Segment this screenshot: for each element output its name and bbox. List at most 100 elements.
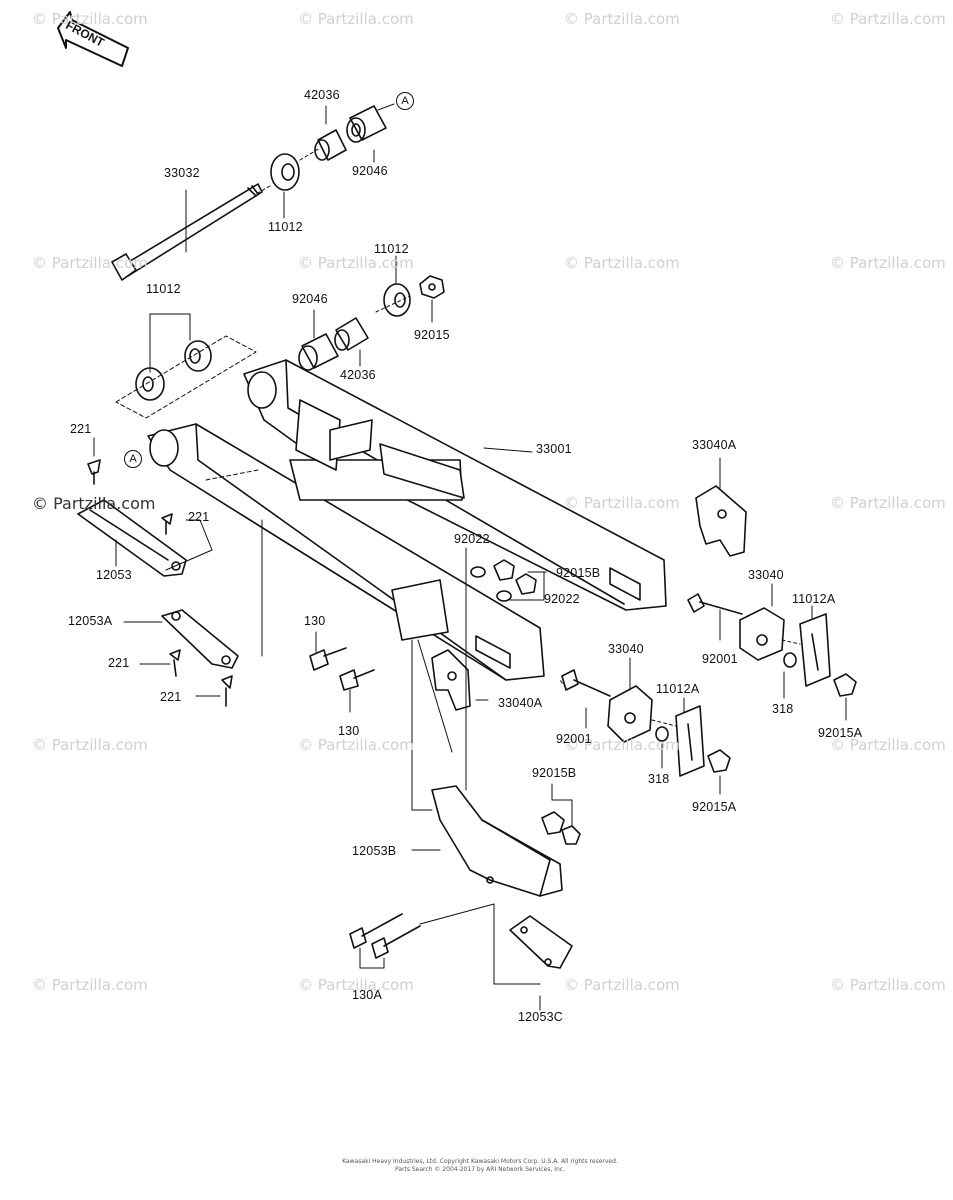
part-label-130A[interactable]: 130A	[352, 988, 382, 1002]
adjuster-block-33040	[607, 685, 653, 743]
washer-92022-b	[496, 590, 512, 602]
swingarm-body	[147, 359, 667, 681]
watermark: © Partzilla.com	[830, 976, 946, 994]
watermark: © Partzilla.com	[830, 736, 946, 754]
pivot-shaft-part	[111, 183, 263, 281]
chain-slider-12053C	[509, 915, 573, 969]
part-label-92015B-b[interactable]: 92015B	[532, 766, 577, 780]
part-label-42036-top[interactable]: 42036	[304, 88, 340, 102]
plate-11012A	[675, 705, 705, 777]
part-label-11012A[interactable]: 11012A	[656, 682, 700, 696]
part-label-92015B-a[interactable]: 92015B	[556, 566, 601, 580]
part-label-92001[interactable]: 92001	[556, 732, 592, 746]
part-label-11012-mid[interactable]: 11012	[374, 242, 409, 256]
bolt-92001-right	[687, 593, 743, 615]
washer-318	[655, 726, 669, 742]
copyright-footer-line2: Parts Search © 2004-2017 by ARI Network …	[395, 1166, 565, 1173]
bolt-130A	[349, 913, 421, 959]
bolt-130-b	[339, 669, 375, 691]
part-label-92015A-right[interactable]: 92015A	[818, 726, 863, 740]
washer-318-right	[783, 652, 797, 668]
part-label-92022-a[interactable]: 92022	[454, 532, 490, 546]
watermark: © Partzilla.com	[564, 976, 680, 994]
adjuster-bracket-33040A-top	[695, 485, 747, 557]
ref-marker-a-top: A	[396, 92, 414, 110]
watermark: © Partzilla.com	[298, 736, 414, 754]
part-label-33040A-top[interactable]: 33040A	[692, 438, 737, 452]
chain-guide-12053	[77, 499, 187, 577]
part-label-33001[interactable]: 33001	[536, 442, 572, 456]
part-label-221-d[interactable]: 221	[160, 690, 182, 704]
sleeve-part-mid	[334, 317, 369, 351]
part-label-92046-top[interactable]: 92046	[352, 164, 388, 178]
leader-lines	[93, 103, 847, 1011]
watermark: © Partzilla.com	[32, 10, 148, 28]
part-label-92046-mid[interactable]: 92046	[292, 292, 328, 306]
watermark: © Partzilla.com	[32, 976, 148, 994]
collar-part-left	[115, 335, 257, 419]
bolt-221-d	[221, 675, 233, 707]
part-label-33040-right[interactable]: 33040	[748, 568, 784, 582]
bearing-part-mid	[298, 333, 339, 371]
part-label-92015A[interactable]: 92015A	[692, 800, 737, 814]
part-label-130-b[interactable]: 130	[338, 724, 360, 738]
bearing-part-top	[346, 105, 387, 143]
watermark: © Partzilla.com	[830, 10, 946, 28]
part-label-33040[interactable]: 33040	[608, 642, 644, 656]
nut-92015B-b	[541, 811, 581, 845]
bolt-221-c	[169, 649, 181, 677]
part-label-221-b[interactable]: 221	[188, 510, 210, 524]
nut-92015A-right	[833, 673, 857, 697]
washer-92022-a	[470, 566, 486, 578]
part-label-221-c[interactable]: 221	[108, 656, 130, 670]
part-label-42036-mid[interactable]: 42036	[340, 368, 376, 382]
sleeve-part-top	[314, 129, 347, 161]
nut-92015B-a	[493, 559, 537, 595]
part-label-92001-right[interactable]: 92001	[702, 652, 738, 666]
watermark: © Partzilla.com	[830, 254, 946, 272]
nut-92015A	[707, 749, 731, 773]
collar-part-top	[270, 153, 300, 191]
watermark: © Partzilla.com	[32, 736, 148, 754]
watermark: © Partzilla.com	[298, 254, 414, 272]
part-label-12053B[interactable]: 12053B	[352, 844, 397, 858]
part-label-33032[interactable]: 33032	[164, 166, 200, 180]
adjuster-block-33040-right	[739, 607, 785, 661]
nut-part-92015	[419, 275, 445, 299]
bolt-130-a	[309, 647, 347, 671]
watermark: © Partzilla.com	[32, 494, 156, 513]
copyright-footer-line1: Kawasaki Heavy Industries, Ltd. Copyrigh…	[342, 1158, 618, 1165]
watermark: © Partzilla.com	[32, 254, 148, 272]
part-label-318[interactable]: 318	[648, 772, 670, 786]
part-label-130-a[interactable]: 130	[304, 614, 326, 628]
watermark: © Partzilla.com	[564, 10, 680, 28]
adjuster-bracket-33040A	[431, 649, 471, 711]
front-arrow-icon	[57, 11, 129, 67]
bolt-221-a	[87, 459, 101, 485]
collar-part-mid	[383, 283, 411, 317]
part-label-11012A-right[interactable]: 11012A	[792, 592, 836, 606]
part-label-12053C[interactable]: 12053C	[518, 1010, 563, 1024]
plate-12053A	[161, 609, 239, 669]
part-label-92022-b[interactable]: 92022	[544, 592, 580, 606]
plate-11012A-right	[799, 613, 831, 687]
part-label-12053A[interactable]: 12053A	[68, 614, 113, 628]
watermark: © Partzilla.com	[564, 494, 680, 512]
part-label-318-right[interactable]: 318	[772, 702, 794, 716]
ref-marker-a-left: A	[124, 450, 142, 468]
bolt-221-b	[161, 513, 173, 535]
part-label-92015[interactable]: 92015	[414, 328, 450, 342]
part-label-12053[interactable]: 12053	[96, 568, 132, 582]
chain-slider-12053B	[431, 785, 563, 897]
bolt-92001	[561, 669, 611, 697]
watermark: © Partzilla.com	[298, 976, 414, 994]
part-label-11012-top[interactable]: 11012	[268, 220, 303, 234]
part-label-221-a[interactable]: 221	[70, 422, 92, 436]
watermark: © Partzilla.com	[830, 494, 946, 512]
part-label-11012-left[interactable]: 11012	[146, 282, 181, 296]
watermark: © Partzilla.com	[298, 10, 414, 28]
watermark: © Partzilla.com	[564, 254, 680, 272]
part-label-33040A[interactable]: 33040A	[498, 696, 543, 710]
watermark: © Partzilla.com	[564, 736, 680, 754]
